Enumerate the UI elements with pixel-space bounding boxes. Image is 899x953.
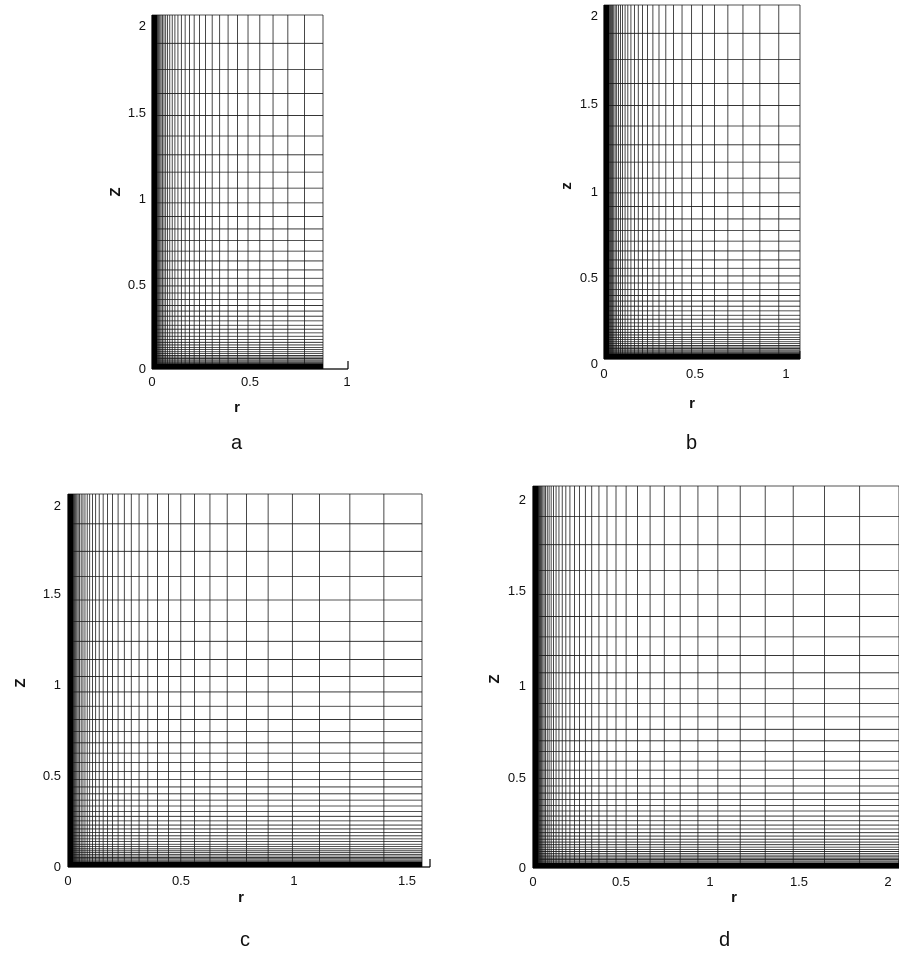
y-tick-label: 1.5 bbox=[43, 586, 61, 601]
mesh-dense-band-wall bbox=[604, 354, 800, 359]
y-tick-label: 0.5 bbox=[508, 770, 526, 785]
y-tick-label: 0 bbox=[519, 860, 526, 875]
mesh-dense-band-wall bbox=[68, 862, 422, 867]
x-tick-label: 1 bbox=[343, 374, 350, 389]
mesh-grid bbox=[603, 4, 801, 360]
x-tick-label: 1 bbox=[290, 873, 297, 888]
x-tick-label: 0 bbox=[64, 873, 71, 888]
y-tick-label: 2 bbox=[591, 8, 598, 23]
panel-caption: d bbox=[719, 929, 731, 951]
y-tick-label: 0.5 bbox=[128, 277, 146, 292]
mesh-plot-b: 0 0.5 1 1.5 2 0 0.5 1 r z bbox=[558, 4, 801, 412]
y-axis-label: Z bbox=[486, 674, 503, 683]
y-tick-label: 1 bbox=[591, 184, 598, 199]
mesh-dense-band-wall bbox=[152, 364, 323, 369]
panel-caption: a bbox=[231, 432, 243, 454]
y-axis-label: Z bbox=[107, 187, 124, 196]
mesh-dense-band-axis bbox=[68, 494, 73, 867]
x-tick-label: 1.5 bbox=[398, 873, 416, 888]
x-axis-label: r bbox=[238, 889, 244, 906]
y-tick-label: 1.5 bbox=[580, 96, 598, 111]
y-tick-label: 1 bbox=[54, 677, 61, 692]
y-tick-label: 0.5 bbox=[43, 768, 61, 783]
mesh-grid bbox=[67, 493, 431, 868]
y-tick-label: 2 bbox=[54, 498, 61, 513]
y-tick-label: 0 bbox=[54, 859, 61, 874]
x-tick-label: 0.5 bbox=[686, 366, 704, 381]
x-tick-label: 1.5 bbox=[790, 874, 808, 889]
mesh-dense-band-axis bbox=[152, 15, 157, 369]
mesh-dense-band-axis bbox=[533, 486, 538, 868]
x-tick-label: 2 bbox=[884, 874, 891, 889]
mesh-panel-c: 0 0.5 1 1.5 2 0 0.5 1 1.5 r Z c bbox=[0, 476, 449, 953]
mesh-dense-band-axis bbox=[604, 5, 609, 359]
y-axis-label: Z bbox=[12, 678, 29, 687]
mesh-plot-d: 0 0.5 1 1.5 2 0 0.5 1 1.5 2 r Z bbox=[486, 485, 899, 906]
x-axis-label: r bbox=[731, 889, 737, 906]
y-tick-label: 2 bbox=[139, 18, 146, 33]
y-tick-label: 0 bbox=[139, 361, 146, 376]
x-tick-label: 0.5 bbox=[241, 374, 259, 389]
y-tick-label: 1 bbox=[519, 678, 526, 693]
y-tick-label: 1.5 bbox=[508, 583, 526, 598]
x-axis-label: r bbox=[234, 399, 240, 416]
x-tick-label: 1 bbox=[782, 366, 789, 381]
y-tick-label: 0.5 bbox=[580, 270, 598, 285]
mesh-plot-c: 0 0.5 1 1.5 2 0 0.5 1 1.5 r Z bbox=[12, 493, 431, 906]
x-tick-label: 0 bbox=[529, 874, 536, 889]
panel-caption: c bbox=[240, 929, 250, 951]
x-tick-label: 1 bbox=[706, 874, 713, 889]
y-tick-label: 1 bbox=[139, 191, 146, 206]
mesh-grid bbox=[151, 14, 349, 370]
y-tick-label: 1.5 bbox=[128, 105, 146, 120]
mesh-panel-b: 0 0.5 1 1.5 2 0 0.5 1 r z b bbox=[449, 0, 899, 476]
mesh-plot-a: 0 0.5 1 1.5 2 0 0.5 1 r Z bbox=[107, 14, 351, 416]
y-tick-label: 2 bbox=[519, 492, 526, 507]
mesh-dense-band-wall bbox=[533, 863, 899, 868]
y-axis-label: z bbox=[558, 182, 575, 190]
x-tick-label: 0 bbox=[148, 374, 155, 389]
panel-caption: b bbox=[686, 432, 698, 454]
mesh-panel-a: 0 0.5 1 1.5 2 0 0.5 1 r Z a bbox=[0, 0, 449, 476]
x-axis-label: r bbox=[689, 395, 695, 412]
x-tick-label: 0 bbox=[600, 366, 607, 381]
mesh-panel-d: 0 0.5 1 1.5 2 0 0.5 1 1.5 2 r Z d bbox=[449, 476, 899, 953]
x-tick-label: 0.5 bbox=[172, 873, 190, 888]
x-tick-label: 0.5 bbox=[612, 874, 630, 889]
mesh-grid bbox=[532, 485, 899, 869]
y-tick-label: 0 bbox=[591, 356, 598, 371]
